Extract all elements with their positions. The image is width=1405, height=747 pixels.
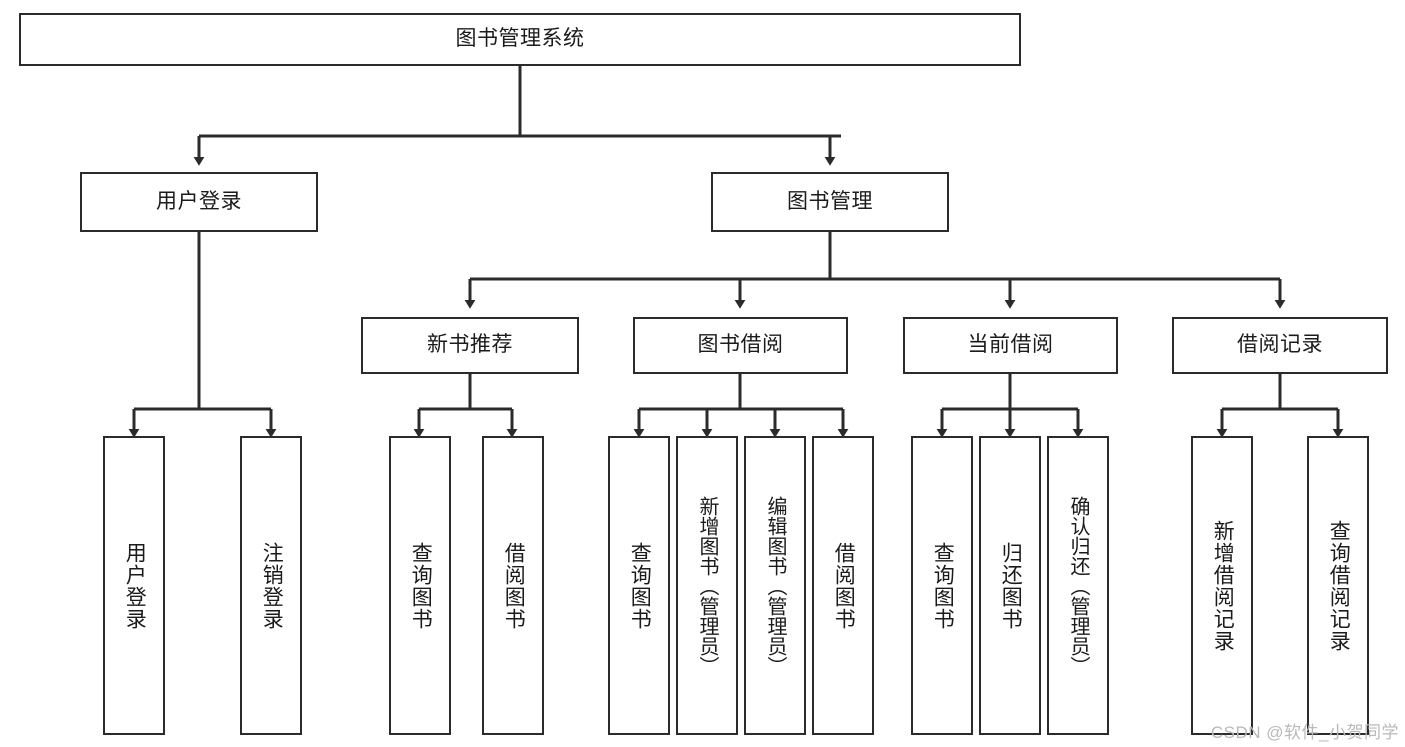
leaf-node-label: 查询图书	[409, 541, 433, 630]
node-root[interactable]: 图书管理系统	[19, 13, 1021, 66]
leaf-node-label: 新增图书（管理员）	[696, 495, 718, 676]
node-book-manage-label: 图书管理	[787, 189, 873, 213]
leaf-node[interactable]: 查询图书	[608, 436, 670, 735]
leaf-node-label: 查询图书	[931, 541, 955, 630]
csdn-watermark: CSDN @软件_小贺同学	[1210, 723, 1399, 742]
leaf-node-label: 借阅图书	[502, 541, 526, 630]
leaf-node[interactable]: 用户登录	[103, 436, 165, 735]
node-new-books-label: 新书推荐	[427, 333, 513, 357]
leaf-node[interactable]: 确认归还（管理员）	[1047, 436, 1109, 735]
leaf-node-label: 查询图书	[628, 541, 652, 630]
node-user-login-label: 用户登录	[156, 189, 242, 213]
leaf-node[interactable]: 注销登录	[240, 436, 302, 735]
leaf-node[interactable]: 归还图书	[979, 436, 1041, 735]
leaf-node-label: 归还图书	[999, 541, 1023, 630]
node-user-login[interactable]: 用户登录	[80, 172, 318, 232]
leaf-node[interactable]: 借阅图书	[812, 436, 874, 735]
node-root-label: 图书管理系统	[455, 27, 585, 51]
leaf-node[interactable]: 编辑图书（管理员）	[744, 436, 806, 735]
leaf-node[interactable]: 查询借阅记录	[1307, 436, 1369, 735]
node-borrow-record[interactable]: 借阅记录	[1172, 317, 1388, 374]
node-current-borrow-label: 当前借阅	[967, 333, 1054, 357]
leaf-node[interactable]: 新增借阅记录	[1191, 436, 1253, 735]
leaf-node[interactable]: 查询图书	[389, 436, 451, 735]
node-book-borrow-label: 图书借阅	[697, 333, 784, 357]
leaf-node-label: 查询借阅记录	[1327, 519, 1351, 652]
leaf-node-label: 借阅图书	[832, 541, 856, 630]
node-borrow-record-label: 借阅记录	[1237, 333, 1323, 357]
leaf-node[interactable]: 查询图书	[911, 436, 973, 735]
leaf-node-label: 注销登录	[260, 541, 284, 630]
leaf-node[interactable]: 借阅图书	[482, 436, 544, 735]
node-book-borrow[interactable]: 图书借阅	[633, 317, 848, 374]
leaf-node[interactable]: 新增图书（管理员）	[676, 436, 738, 735]
leaf-node-label: 新增借阅记录	[1211, 519, 1235, 652]
node-new-books[interactable]: 新书推荐	[361, 317, 579, 374]
leaf-node-label: 编辑图书（管理员）	[764, 495, 786, 676]
node-book-manage[interactable]: 图书管理	[711, 172, 949, 232]
node-current-borrow[interactable]: 当前借阅	[903, 317, 1118, 374]
leaf-node-label: 确认归还（管理员）	[1067, 495, 1089, 676]
leaf-node-label: 用户登录	[123, 541, 147, 630]
